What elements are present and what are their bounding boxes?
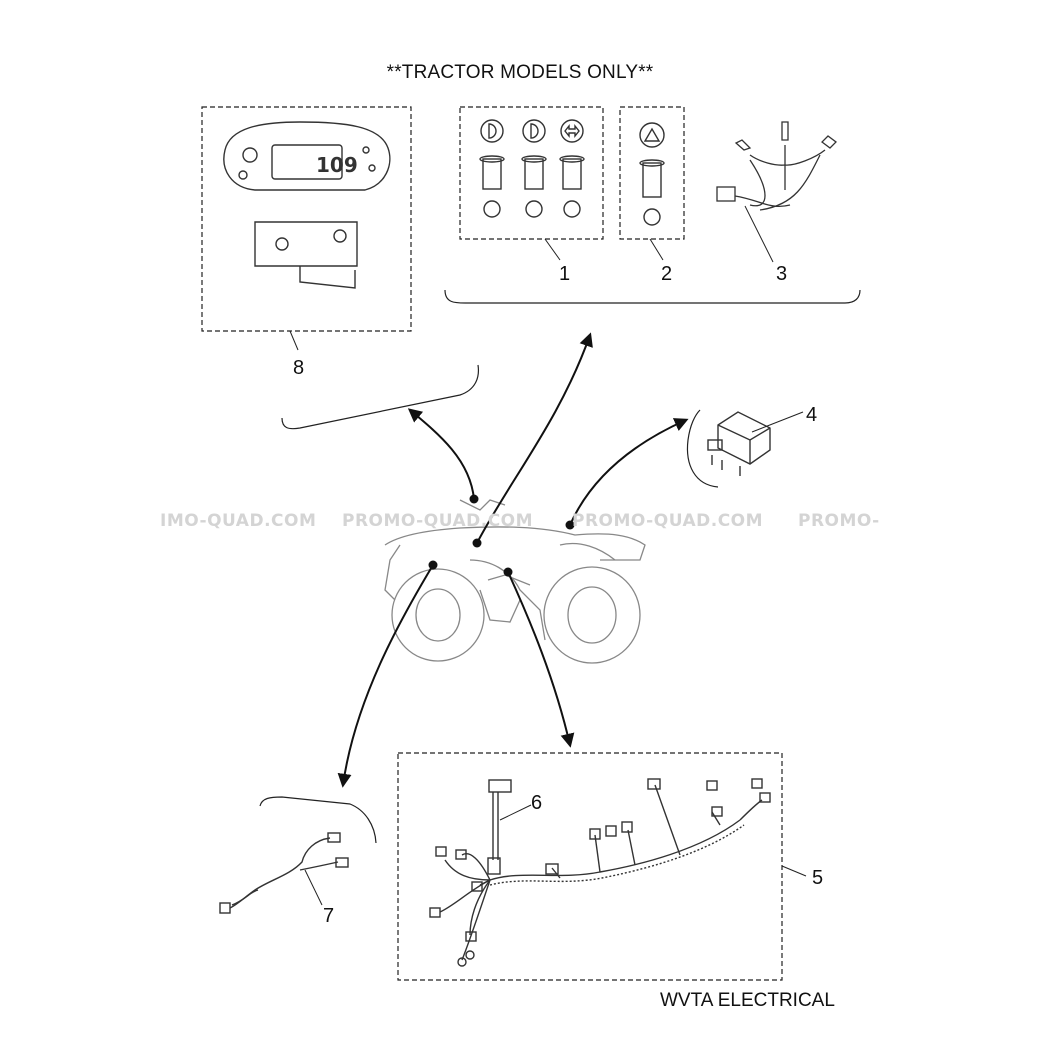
- callout-5: 5: [812, 867, 824, 889]
- callout-7: 7: [323, 905, 335, 927]
- speedometer-icon: 109: [223, 121, 391, 191]
- arrow-to-part-7: [337, 564, 434, 788]
- callout-4: 4: [806, 404, 818, 426]
- headlight-low-indicator-icon: [479, 119, 505, 218]
- callout-6: 6: [531, 792, 543, 814]
- top-group-brace: [444, 289, 861, 304]
- part-2-box: [619, 106, 685, 240]
- callout-1: 1: [559, 263, 571, 285]
- part-8-group: 109: [201, 106, 412, 351]
- turn-signal-indicator-icon: [559, 119, 585, 218]
- sub-harness-icon: [219, 832, 349, 914]
- section-label: WVTA ELECTRICAL: [660, 990, 835, 1011]
- callout-3: 3: [776, 263, 788, 285]
- arrow-to-top-group: [476, 332, 593, 544]
- bulb-harness-icon: [716, 121, 837, 263]
- arrow-to-part-8: [407, 408, 475, 500]
- part-2-group: [619, 106, 685, 261]
- part-5-group: [397, 752, 807, 981]
- part-1-box: [459, 106, 604, 240]
- part-5-box: [397, 752, 783, 981]
- watermark-text: PROMO-: [798, 511, 880, 531]
- bracket-icon: [254, 221, 358, 289]
- part-4-brace: [686, 409, 719, 488]
- part-7-brace: [259, 796, 377, 844]
- part-1-group: [459, 106, 604, 261]
- svg-text:109: 109: [316, 153, 358, 177]
- arrow-to-part-4: [569, 418, 689, 526]
- callout-2: 2: [661, 263, 673, 285]
- anchor-dots: [428, 494, 575, 577]
- relay-icon: [707, 411, 804, 476]
- page-title: **TRACTOR MODELS ONLY**: [386, 62, 654, 83]
- hazard-warning-icon: [639, 122, 665, 226]
- watermark-text: IMO-QUAD.COM: [160, 511, 317, 531]
- connector-lead-icon: [487, 779, 532, 875]
- watermark-text: PROMO-QUAD.COM: [572, 511, 764, 531]
- headlight-high-indicator-icon: [521, 119, 547, 218]
- leader-arrows: [337, 332, 689, 788]
- watermark-text: PROMO-QUAD.COM: [342, 511, 534, 531]
- main-wiring-harness-icon: [429, 778, 771, 967]
- callout-8: 8: [293, 357, 305, 379]
- part-8-brace: [281, 364, 480, 430]
- arrow-to-part-5: [507, 571, 575, 748]
- part-8-box: [201, 106, 412, 332]
